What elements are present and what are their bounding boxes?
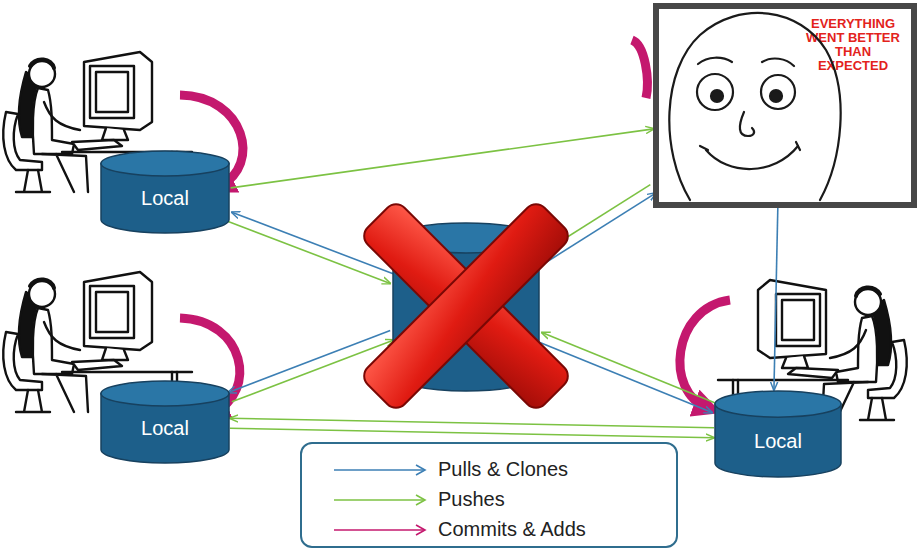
repository-cylinder: Local: [714, 390, 842, 478]
repository-cylinder: Local: [100, 150, 230, 234]
legend-row: Pulls & Clones: [302, 456, 676, 484]
legend-label: Pushes: [438, 488, 505, 511]
pull-arrow: [228, 331, 390, 393]
repository-cylinder: Local: [100, 380, 230, 464]
push-arrow: [228, 222, 390, 284]
pull-arrow: [232, 212, 394, 274]
push-arrow: [232, 340, 394, 402]
pull-arrow: [774, 208, 778, 390]
commit-arrow: [632, 40, 647, 98]
legend-row: Commits & Adds: [302, 516, 676, 544]
meme-panel: EVERYTHING WENT BETTER THAN EXPECTED: [653, 3, 917, 208]
legend-sample: [332, 490, 428, 510]
legend-sample: [332, 520, 428, 540]
legend-label: Pulls & Clones: [438, 458, 568, 481]
legend-sample: [332, 460, 428, 480]
meme-face: [669, 13, 840, 200]
push-arrow: [537, 185, 650, 256]
meme-caption: EVERYTHING WENT BETTER THAN EXPECTED: [801, 17, 905, 73]
cylinder-outline: [392, 222, 540, 392]
legend-box: Pulls & ClonesPushesCommits & Adds: [300, 442, 678, 548]
legend-row: Pushes: [302, 486, 676, 514]
repository-label: Local: [714, 430, 842, 453]
repository-label: Local: [100, 417, 230, 440]
push-arrow: [230, 418, 714, 427]
push-arrow: [230, 428, 714, 437]
red-cross: [359, 199, 573, 413]
push-arrow: [542, 332, 716, 403]
pull-arrow: [543, 193, 656, 264]
repository-cylinder: [392, 222, 540, 392]
legend-label: Commits & Adds: [438, 518, 586, 541]
pull-arrow: [538, 342, 712, 413]
push-arrow: [231, 129, 654, 188]
repository-label: Local: [100, 187, 230, 210]
